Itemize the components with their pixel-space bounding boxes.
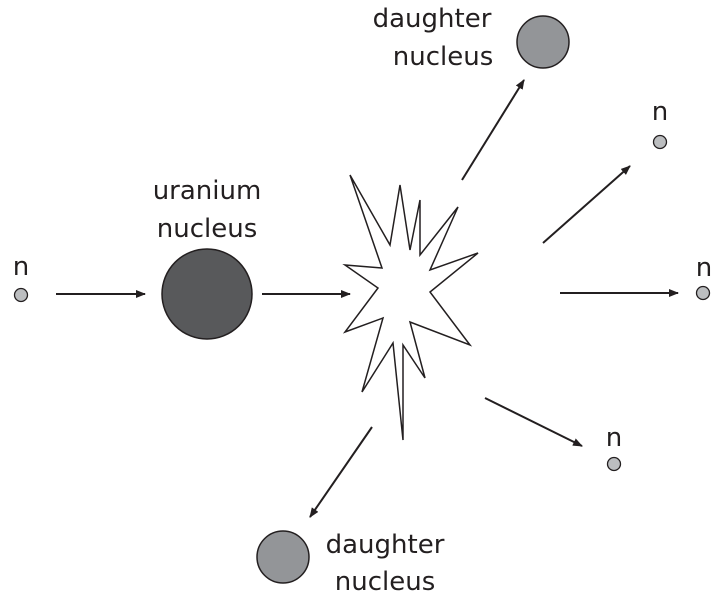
daughter-top-label-line2: nucleus [393, 42, 494, 72]
daughter-nucleus-top [516, 15, 570, 69]
arrow-to-daughter-top [461, 79, 525, 181]
neutron-right [695, 285, 711, 301]
neutron-right-label: n [696, 253, 712, 283]
neutron-lower-label: n [606, 423, 622, 453]
arrow-to-neutron-upper [542, 165, 631, 244]
uranium-label-line1: uranium [153, 176, 262, 206]
fission-burst [342, 174, 479, 441]
incoming-neutron-label: n [13, 252, 29, 282]
daughter-bottom-label-line2: nucleus [335, 567, 436, 597]
neutron-upper-label: n [652, 97, 668, 127]
uranium-label-line2: nucleus [157, 214, 258, 244]
daughter-bottom-label-line1: daughter [326, 530, 445, 560]
uranium-nucleus [161, 248, 253, 340]
daughter-top-label-line1: daughter [373, 4, 492, 34]
neutron-upper [652, 134, 668, 150]
neutron-lower [606, 456, 622, 472]
incoming-neutron [13, 287, 29, 303]
arrow-to-daughter-bottom [309, 426, 373, 518]
arrow-to-neutron-lower [484, 397, 583, 447]
daughter-nucleus-bottom [256, 530, 310, 584]
